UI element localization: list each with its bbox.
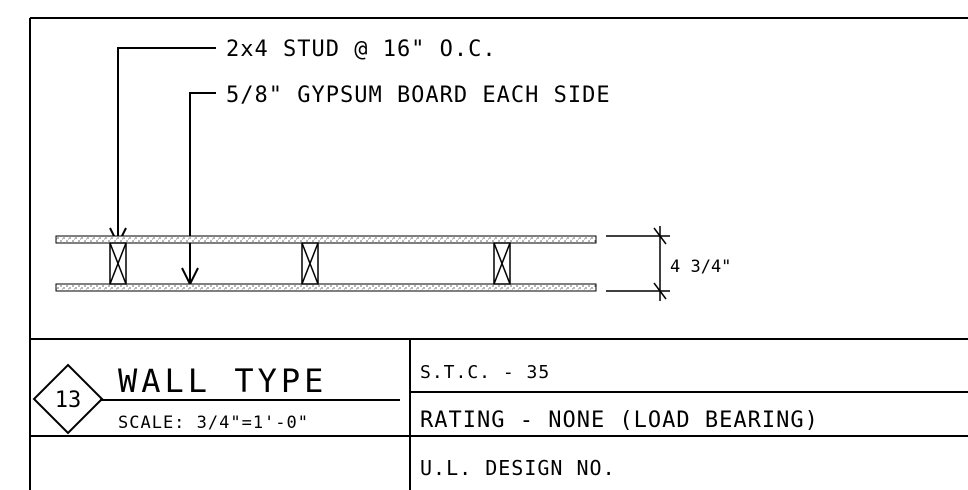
scale-label: SCALE: 3/4"=1'-0" bbox=[118, 413, 309, 433]
gypsum-board-top bbox=[55, 235, 597, 244]
detail-number-marker: 13 bbox=[32, 363, 104, 435]
stud bbox=[301, 242, 319, 285]
fire-rating: RATING - NONE (LOAD BEARING) bbox=[420, 408, 819, 433]
wall-type-title: WALL TYPE bbox=[118, 362, 327, 400]
thickness-dimension-label: 4 3/4" bbox=[670, 257, 731, 277]
thickness-dimension bbox=[606, 226, 670, 301]
gypsum-leader bbox=[181, 92, 216, 287]
title-block-frame bbox=[30, 338, 968, 490]
detail-number: 13 bbox=[55, 388, 82, 413]
gypsum-callout-label: 5/8" GYPSUM BOARD EACH SIDE bbox=[226, 83, 611, 108]
gypsum-board-bottom bbox=[55, 283, 597, 292]
stc-rating: S.T.C. - 35 bbox=[420, 362, 550, 383]
wall-section bbox=[55, 235, 597, 292]
stud-leader bbox=[109, 47, 216, 247]
ul-design-number: U.L. DESIGN NO. bbox=[420, 456, 616, 480]
stud bbox=[493, 242, 511, 285]
stud bbox=[109, 242, 127, 285]
sheet-border bbox=[29, 17, 968, 490]
stud-callout-label: 2x4 STUD @ 16" O.C. bbox=[226, 37, 497, 62]
